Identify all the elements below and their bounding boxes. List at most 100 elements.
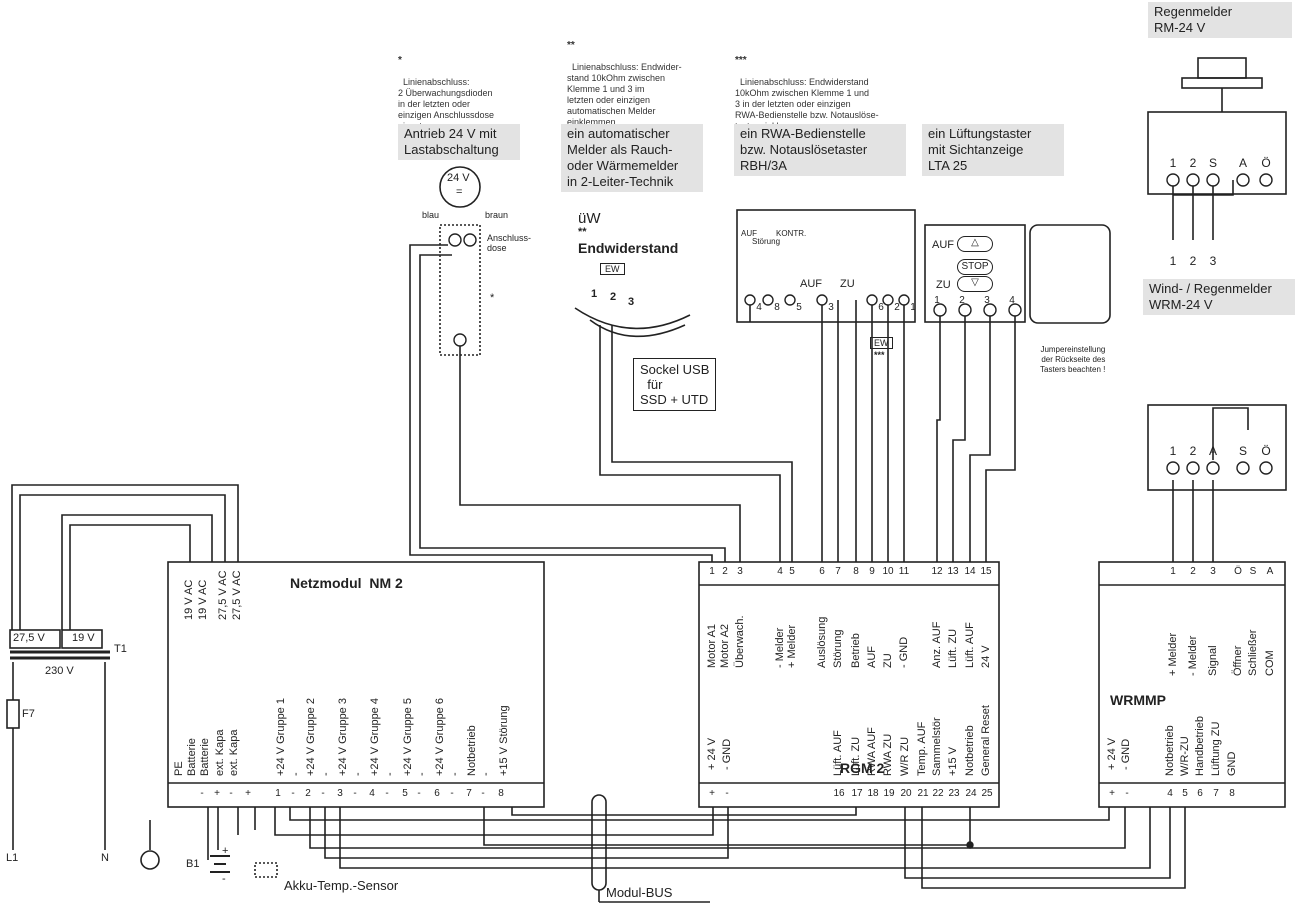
nm-bottom-label: -: [449, 772, 461, 776]
rgm-top-term: 10: [882, 566, 894, 577]
wrmmp-top-label: COM: [1264, 650, 1276, 676]
wrmmp-top-term: Ö: [1234, 566, 1242, 577]
nm-bottom-label: PE: [173, 761, 185, 776]
note-1-star: *: [398, 55, 402, 66]
modul-bus: Modul-BUS: [606, 885, 673, 900]
nm-bottom-term: 8: [498, 788, 504, 799]
ew-term-3: 3: [628, 296, 635, 308]
regen-bottom-term: 1: [1169, 254, 1177, 268]
rgm-top-term: 4: [777, 566, 783, 577]
lta-auf: AUF: [932, 239, 954, 251]
lta-zu-button: ▽: [957, 276, 993, 292]
note-3-text: Linienabschluss: Endwiderstand 10kOhm zw…: [735, 77, 879, 131]
lta-auf-button: △: [957, 236, 993, 252]
rgm-bottom-label: RWA AUF: [866, 727, 878, 776]
battery-minus: -: [222, 873, 226, 885]
motor-dose-label: Anschluss- dose: [487, 233, 532, 253]
rgm-top-term: 9: [869, 566, 875, 577]
rwa-panel-box: [736, 209, 916, 323]
lta-zu: ZU: [936, 279, 951, 291]
trafo-t1: T1: [114, 643, 127, 655]
windmelder-box: [1147, 404, 1287, 491]
uw-label: üW: [578, 210, 601, 227]
rgm-top-term: 3: [737, 566, 743, 577]
rgm-bottom-left-label: - GND: [721, 738, 733, 770]
rgm-top-label: + Melder: [786, 624, 798, 668]
rgm-top-term: 6: [819, 566, 825, 577]
rgm-bottom-term: 18: [867, 788, 879, 799]
nm-bottom-term: 2: [305, 788, 311, 799]
wrmmp-bottom-term: 4: [1167, 788, 1173, 799]
battery-b1: B1: [186, 858, 200, 870]
nm-bottom-label: ext. Kapa: [228, 729, 240, 776]
endwiderstand-title: Endwiderstand: [578, 240, 679, 256]
motor-voltage: 24 V: [447, 172, 470, 184]
nm-bottom-term: -: [229, 788, 233, 799]
ew-term-2: 2: [610, 291, 617, 303]
rgm-bottom-term: 21: [917, 788, 929, 799]
rgm-bottom-label: Notbetrieb: [964, 725, 976, 776]
rwa-term: 5: [796, 302, 802, 313]
rgm-top-term: 7: [835, 566, 841, 577]
rgm-top-term: 14: [964, 566, 976, 577]
header-antrieb: Antrieb 24 V mit Lastabschaltung: [398, 124, 520, 160]
lta-jumper-note: Jumpereinstellung der Rückseite des Tast…: [1040, 345, 1106, 374]
rgm-top-label: Betrieb: [850, 633, 862, 668]
wrmmp-bottom-label: Notbetrieb: [1164, 725, 1176, 776]
rgm-title: RGM 2: [840, 760, 885, 776]
nm-bottom-label: +24 V Gruppe 6: [434, 698, 446, 776]
rwa-term: 1: [910, 302, 916, 313]
lta-term: 4: [1009, 295, 1015, 306]
lta-panel-box: [924, 224, 1026, 323]
header-rwa: ein RWA-Bedienstelle bzw. Notauslösetast…: [734, 124, 906, 176]
header-regenmelder: Regenmelder RM-24 V: [1148, 2, 1292, 38]
motor-braun-label: braun: [485, 210, 509, 220]
rwa-ew: EW: [870, 337, 893, 349]
rgm-top-term: 5: [789, 566, 795, 577]
rgm-top-label: - GND: [898, 636, 910, 668]
rgm-bottom-label: Lüft. ZU: [850, 736, 862, 776]
wind-term: 1: [1169, 444, 1177, 458]
rgm-top-term: 1: [709, 566, 715, 577]
rgm-bottom-left-term: +: [709, 788, 715, 799]
nm-bottom-term: -: [417, 788, 421, 799]
nm-bottom-label: ext. Kapa: [214, 729, 226, 776]
wrmmp-top-term: A: [1266, 566, 1274, 577]
rgm-bottom-term: 25: [981, 788, 993, 799]
regen-term: 2: [1189, 156, 1197, 170]
rgm-top-label: AUF: [866, 646, 878, 668]
nm-bottom-term: 4: [369, 788, 375, 799]
battery-plus: +: [222, 845, 229, 857]
wrmmp-bottom-left-term: -: [1125, 788, 1129, 799]
rwa-ew-stars: ***: [874, 350, 885, 360]
regen-term: Ö: [1261, 156, 1271, 170]
rgm-top-label: Anz. AUF: [931, 621, 943, 668]
regenmelder-box: [1147, 111, 1287, 195]
rgm-bottom-label: Temp. AUF: [916, 721, 928, 776]
wrmmp-bottom-term: 5: [1182, 788, 1188, 799]
nm-bottom-term: -: [200, 788, 204, 799]
nm-bottom-label: Batterie: [199, 738, 211, 776]
motor-blau-label: blau: [422, 210, 440, 220]
wrmmp-title: WRMMP: [1110, 692, 1166, 708]
nm-bottom-term: -: [385, 788, 389, 799]
wind-term: A: [1208, 444, 1217, 458]
lta-term: 2: [959, 295, 965, 306]
rgm-bottom-label: RWA ZU: [882, 733, 894, 776]
rgm-top-term: 8: [853, 566, 859, 577]
wrmmp-bottom-label: W/R-ZU: [1179, 736, 1191, 776]
rgm-bottom-label: +15 V: [947, 746, 959, 776]
note-3-star: ***: [735, 55, 747, 66]
trafo-v1: 27,5 V: [13, 632, 45, 644]
ew-term-1: 1: [591, 288, 598, 300]
lta-stop-button: STOP: [957, 259, 993, 275]
motor-dc-symbol: =: [456, 186, 463, 198]
rgm-bottom-label: W/R ZU: [899, 736, 911, 776]
rgm-bottom-label: General Reset: [980, 705, 992, 776]
regen-bottom-term: 3: [1209, 254, 1217, 268]
regen-term: 1: [1169, 156, 1177, 170]
wrmmp-bottom-left-label: - GND: [1120, 738, 1132, 770]
rgm-bottom-term: 23: [948, 788, 960, 799]
rwa-auf: AUF: [741, 229, 757, 238]
